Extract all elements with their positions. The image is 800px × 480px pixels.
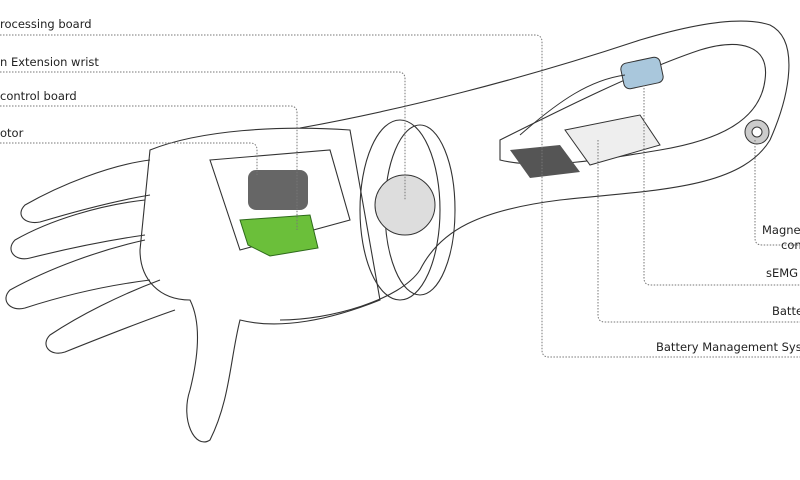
label-battery: Batter (772, 304, 800, 318)
finger (10, 199, 146, 260)
forearm-outline (279, 20, 790, 321)
wrist-ring (359, 119, 441, 301)
label-control-board: control board (0, 89, 77, 103)
finger (20, 159, 151, 224)
palm-outline (139, 127, 381, 443)
battery-pack (564, 114, 661, 166)
motor-cylinder (248, 170, 308, 210)
leader-lines (0, 34, 800, 358)
label-motor: otor (0, 126, 24, 140)
label-magnet-connector-2: con (781, 238, 800, 252)
semg-sensor-pad (620, 56, 664, 90)
label-extension-wrist: n Extension wrist (0, 55, 99, 69)
label-battery-management-system: Battery Management System (656, 340, 800, 354)
finger (5, 239, 151, 310)
label-processing-board: rocessing board (0, 17, 92, 31)
bms-board (510, 145, 580, 178)
label-semg-sensor: sEMG s (766, 266, 800, 280)
label-magnet-connector: Magnet (762, 223, 800, 237)
control-board-pcb (239, 214, 319, 257)
finger (45, 279, 176, 354)
